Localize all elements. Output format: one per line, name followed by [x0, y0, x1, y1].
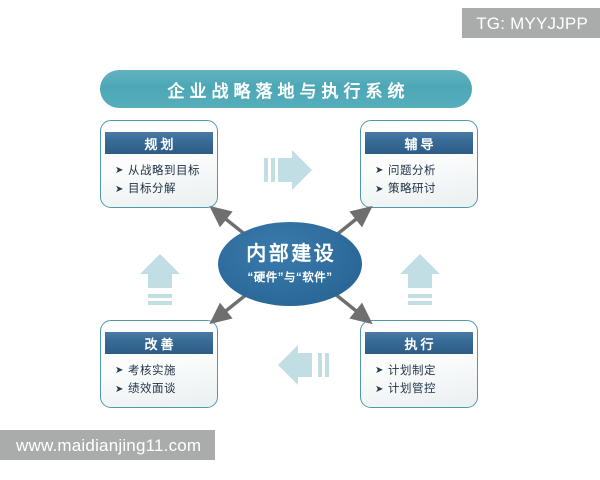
quadrant-header-coaching: 辅导: [365, 132, 473, 154]
center-node-internal-construction[interactable]: 内部建设 “硬件”与“软件”: [218, 222, 362, 306]
arrow-bullet-icon: ➤: [115, 383, 124, 395]
watermark-bottom-left: www.maidianjing11.com: [0, 430, 216, 460]
list-item-label: 目标分解: [128, 183, 176, 196]
quadrant-list-coaching: ➤ 问题分析 ➤ 策略研讨: [361, 159, 477, 201]
arrow-bullet-icon: ➤: [375, 365, 384, 377]
arrow-bullet-icon: ➤: [115, 165, 124, 177]
arrow-bullet-icon: ➤: [115, 183, 124, 195]
arrow-bullet-icon: ➤: [375, 383, 384, 395]
list-item-label: 问题分析: [388, 165, 436, 177]
quadrant-title-coaching: 辅导: [404, 136, 437, 152]
arrow-bullet-icon: ➤: [375, 183, 384, 195]
quadrant-title-improvement: 改善: [144, 336, 177, 352]
diagram-title-text: 企业战略落地与执行系统: [167, 81, 410, 101]
list-item-label: 考核实施: [128, 365, 176, 377]
flow-arrow-left: [140, 254, 180, 305]
list-item: ➤ 策略研讨: [375, 182, 477, 196]
center-node-subtitle: “硬件”与“软件”: [247, 272, 333, 284]
list-item-label: 计划制定: [388, 365, 436, 377]
flow-arrow-right: [400, 254, 440, 305]
quadrant-title-planning: 规划: [144, 136, 177, 152]
arrow-bullet-icon: ➤: [115, 365, 124, 377]
list-item-label: 从战略到目标: [128, 165, 200, 177]
quadrant-box-planning[interactable]: 规划 ➤ 从战略到目标 ➤ 目标分解: [100, 120, 218, 208]
quadrant-header-improvement: 改善: [105, 332, 213, 354]
list-item-label: 绩效面谈: [128, 383, 176, 396]
list-item: ➤ 绩效面谈: [115, 382, 217, 396]
quadrant-box-improvement[interactable]: 改善 ➤ 考核实施 ➤ 绩效面谈: [100, 320, 218, 408]
list-item-label: 计划管控: [388, 383, 436, 396]
quadrant-list-improvement: ➤ 考核实施 ➤ 绩效面谈: [101, 359, 217, 401]
flow-arrow-top: [264, 150, 312, 190]
watermark-top-right: TG: MYYJJPP: [462, 8, 600, 38]
list-item: ➤ 计划管控: [375, 382, 477, 396]
list-item: ➤ 问题分析: [375, 164, 477, 178]
arrow-bullet-icon: ➤: [375, 165, 384, 177]
quadrant-list-execution: ➤ 计划制定 ➤ 计划管控: [361, 359, 477, 401]
center-node-title: 内部建设: [246, 243, 337, 265]
list-item: ➤ 考核实施: [115, 364, 217, 378]
quadrant-header-execution: 执行: [365, 332, 473, 354]
diagram-title-banner: 企业战略落地与执行系统: [100, 70, 472, 108]
quadrant-list-planning: ➤ 从战略到目标 ➤ 目标分解: [101, 159, 217, 201]
quadrant-box-execution[interactable]: 执行 ➤ 计划制定 ➤ 计划管控: [360, 320, 478, 408]
list-item: ➤ 从战略到目标: [115, 164, 217, 178]
list-item-label: 策略研讨: [388, 183, 436, 196]
list-item: ➤ 目标分解: [115, 182, 217, 196]
quadrant-box-coaching[interactable]: 辅导 ➤ 问题分析 ➤ 策略研讨: [360, 120, 478, 208]
quadrant-title-execution: 执行: [404, 336, 437, 352]
flow-arrow-bottom: [278, 345, 329, 385]
quadrant-header-planning: 规划: [105, 132, 213, 154]
list-item: ➤ 计划制定: [375, 364, 477, 378]
